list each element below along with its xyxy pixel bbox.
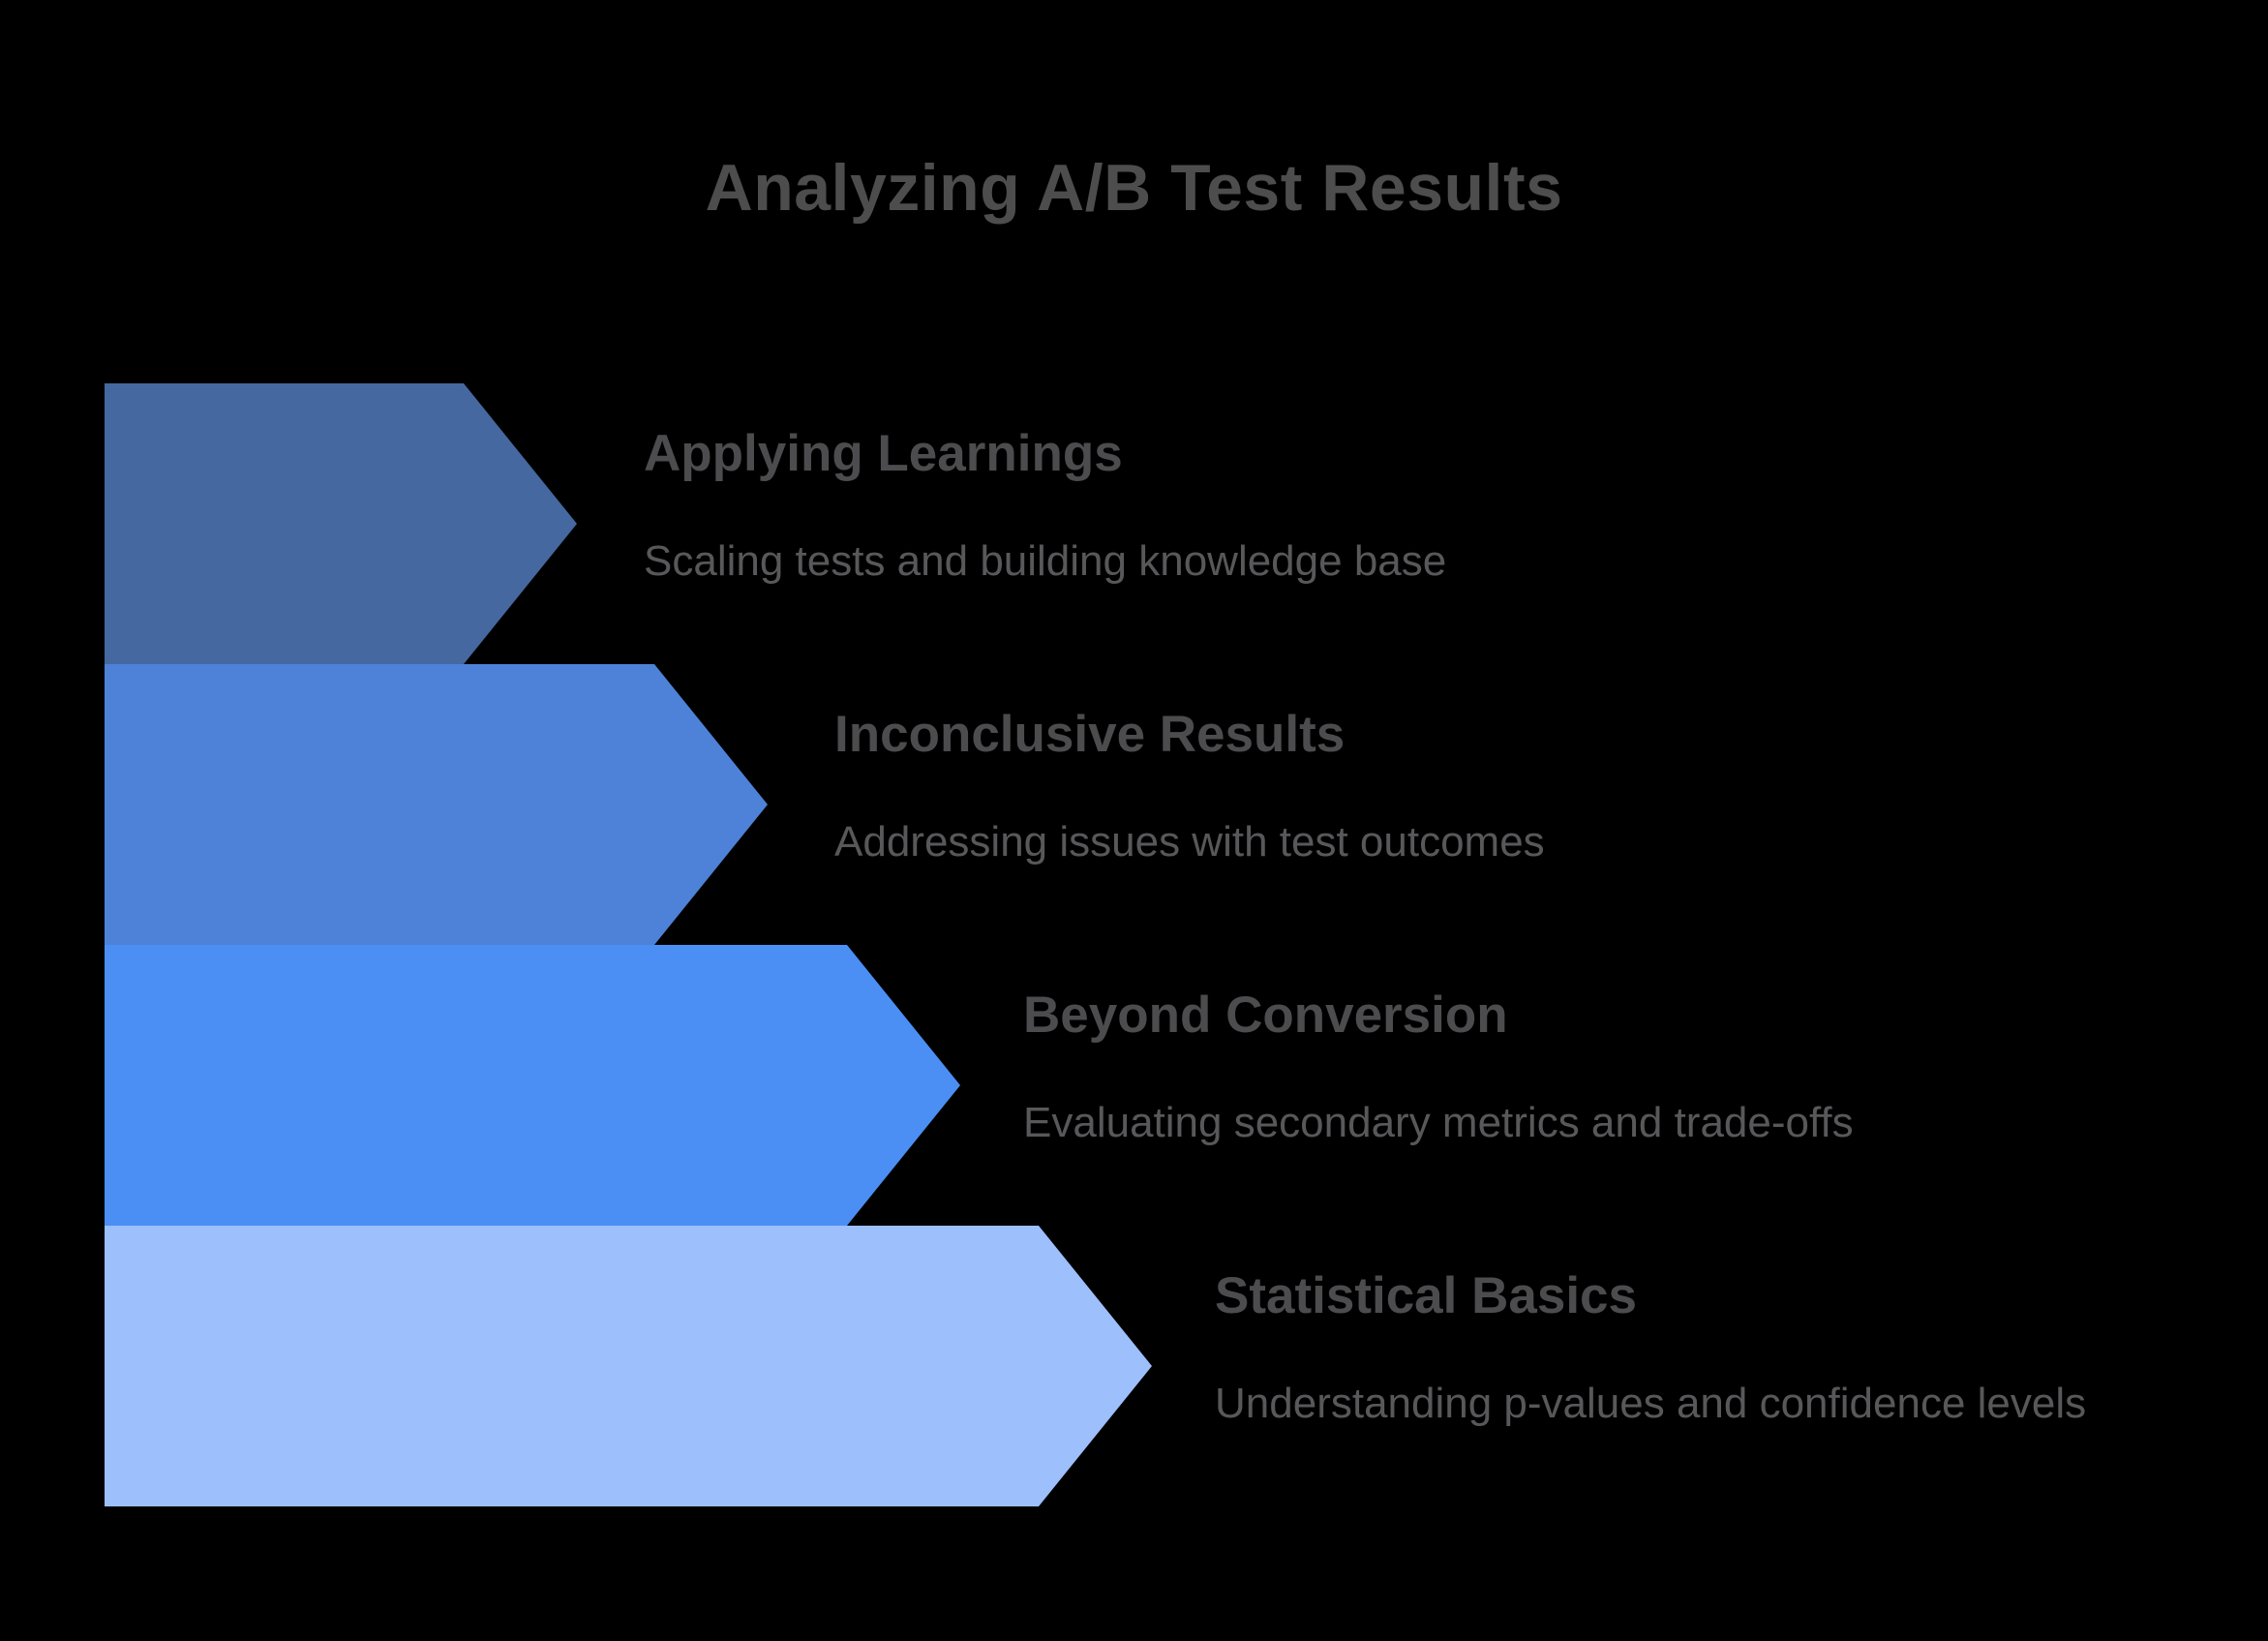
step-text-block: Applying Learnings Scaling tests and bui… — [644, 422, 1446, 588]
step-description: Evaluating secondary metrics and trade-o… — [1023, 1099, 1854, 1146]
step-text-block: Beyond Conversion Evaluating secondary m… — [1023, 984, 1854, 1149]
diagram-title: Analyzing A/B Test Results — [705, 151, 1563, 225]
step-description: Addressing issues with test outcomes — [834, 818, 1545, 866]
step-arrow-statistical-basics — [105, 1226, 1152, 1506]
step-text-block: Statistical Basics Understanding p-value… — [1215, 1264, 2086, 1430]
step-arrow-applying-learnings — [105, 383, 577, 664]
step-label: Inconclusive Results — [834, 706, 1346, 763]
step-arrow-beyond-conversion — [105, 945, 960, 1226]
step-label: Beyond Conversion — [1023, 987, 1508, 1044]
step-text-block: Inconclusive Results Addressing issues w… — [834, 703, 1545, 868]
step-label: Statistical Basics — [1215, 1267, 1638, 1324]
step-label: Applying Learnings — [644, 425, 1123, 482]
step-description: Understanding p-values and confidence le… — [1215, 1380, 2087, 1427]
step-description: Scaling tests and building knowledge bas… — [644, 537, 1447, 585]
step-arrow-inconclusive-results — [105, 664, 768, 945]
